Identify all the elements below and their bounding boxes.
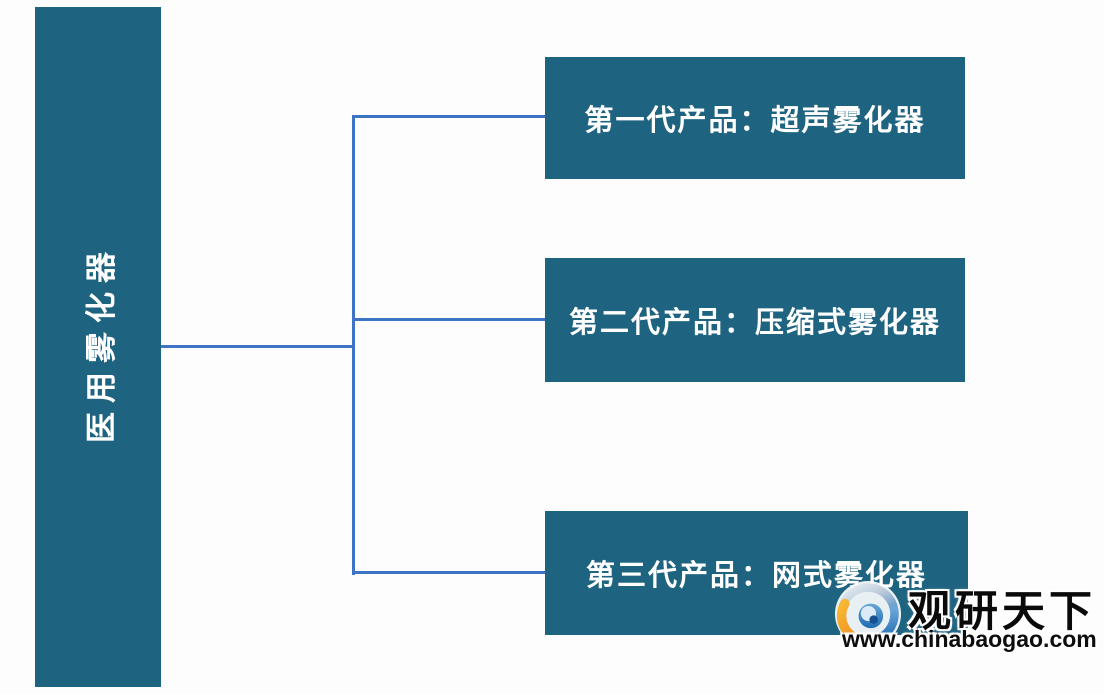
connector-branch-3 <box>352 571 545 574</box>
child-node-generation-2: 第二代产品：压缩式雾化器 <box>545 258 965 382</box>
connector-branch-1 <box>352 115 545 118</box>
connector-vertical <box>352 115 355 575</box>
root-node-medical-nebulizer: 医用雾化器 <box>35 7 161 687</box>
child-node-generation-1: 第一代产品：超声雾化器 <box>545 57 965 179</box>
child-node-label: 第二代产品：压缩式雾化器 <box>568 307 941 339</box>
connector-trunk <box>161 345 352 348</box>
watermark: 观研天下 www.chinabaogao.com <box>834 576 1104 656</box>
watermark-url: www.chinabaogao.com <box>842 626 1097 652</box>
connector-branch-2 <box>352 318 545 321</box>
watermark-brand: 观研天下 <box>908 588 1096 636</box>
child-node-label: 第一代产品：超声雾化器 <box>584 105 926 137</box>
swirl-eye-logo-icon <box>834 580 902 648</box>
root-node-label: 医用雾化器 <box>83 242 119 443</box>
child-node-generation-3: 第三代产品：网式雾化器 <box>545 511 968 635</box>
